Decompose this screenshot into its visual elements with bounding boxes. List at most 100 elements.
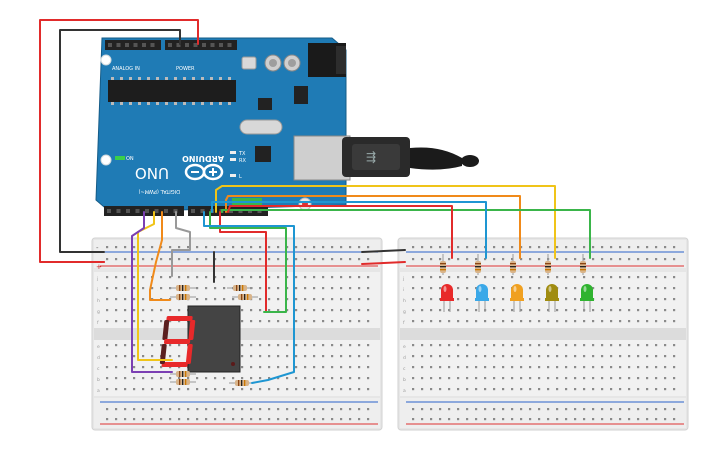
- rail-hole[interactable]: [511, 246, 514, 249]
- analog-pin[interactable]: [116, 43, 121, 47]
- terminal-hole[interactable]: [565, 276, 568, 279]
- rail-hole[interactable]: [367, 246, 370, 249]
- terminal-hole[interactable]: [664, 344, 667, 347]
- terminal-hole[interactable]: [502, 309, 505, 312]
- terminal-hole[interactable]: [232, 276, 235, 279]
- terminal-hole[interactable]: [556, 355, 559, 358]
- terminal-hole[interactable]: [493, 377, 496, 380]
- terminal-hole[interactable]: [538, 287, 541, 290]
- rail-hole[interactable]: [115, 258, 118, 261]
- terminal-hole[interactable]: [664, 377, 667, 380]
- rail-hole[interactable]: [214, 258, 217, 261]
- terminal-hole[interactable]: [493, 276, 496, 279]
- terminal-hole[interactable]: [610, 287, 613, 290]
- rail-hole[interactable]: [475, 258, 478, 261]
- terminal-hole[interactable]: [538, 388, 541, 391]
- terminal-hole[interactable]: [295, 377, 298, 380]
- terminal-hole[interactable]: [673, 287, 676, 290]
- terminal-hole[interactable]: [412, 355, 415, 358]
- rail-hole[interactable]: [421, 258, 424, 261]
- rail-hole[interactable]: [160, 418, 163, 421]
- rail-hole[interactable]: [556, 408, 559, 411]
- rail-hole[interactable]: [313, 258, 316, 261]
- terminal-hole[interactable]: [664, 287, 667, 290]
- terminal-hole[interactable]: [322, 287, 325, 290]
- terminal-hole[interactable]: [367, 276, 370, 279]
- terminal-hole[interactable]: [322, 355, 325, 358]
- rail-hole[interactable]: [295, 246, 298, 249]
- terminal-hole[interactable]: [187, 388, 190, 391]
- terminal-hole[interactable]: [430, 320, 433, 323]
- terminal-hole[interactable]: [601, 377, 604, 380]
- terminal-hole[interactable]: [142, 309, 145, 312]
- terminal-hole[interactable]: [349, 276, 352, 279]
- terminal-hole[interactable]: [556, 276, 559, 279]
- terminal-hole[interactable]: [457, 287, 460, 290]
- rail-hole[interactable]: [655, 418, 658, 421]
- rail-hole[interactable]: [187, 418, 190, 421]
- terminal-hole[interactable]: [160, 388, 163, 391]
- terminal-hole[interactable]: [331, 366, 334, 369]
- terminal-hole[interactable]: [556, 377, 559, 380]
- digital-pin[interactable]: [107, 209, 111, 213]
- power-pin[interactable]: [227, 43, 232, 47]
- terminal-hole[interactable]: [655, 388, 658, 391]
- terminal-hole[interactable]: [646, 298, 649, 301]
- terminal-hole[interactable]: [412, 366, 415, 369]
- terminal-hole[interactable]: [367, 344, 370, 347]
- terminal-hole[interactable]: [655, 320, 658, 323]
- terminal-hole[interactable]: [241, 388, 244, 391]
- rail-hole[interactable]: [493, 246, 496, 249]
- terminal-hole[interactable]: [142, 366, 145, 369]
- terminal-hole[interactable]: [547, 344, 550, 347]
- rail-hole[interactable]: [313, 418, 316, 421]
- terminal-hole[interactable]: [484, 276, 487, 279]
- usb-port[interactable]: [293, 135, 351, 181]
- terminal-hole[interactable]: [430, 388, 433, 391]
- rail-hole[interactable]: [556, 418, 559, 421]
- terminal-hole[interactable]: [178, 309, 181, 312]
- terminal-hole[interactable]: [277, 298, 280, 301]
- rail-hole[interactable]: [655, 408, 658, 411]
- terminal-hole[interactable]: [565, 320, 568, 323]
- terminal-hole[interactable]: [124, 355, 127, 358]
- terminal-hole[interactable]: [556, 320, 559, 323]
- terminal-hole[interactable]: [601, 388, 604, 391]
- terminal-hole[interactable]: [583, 344, 586, 347]
- terminal-hole[interactable]: [133, 377, 136, 380]
- terminal-hole[interactable]: [529, 344, 532, 347]
- rail-hole[interactable]: [277, 258, 280, 261]
- rail-hole[interactable]: [133, 246, 136, 249]
- terminal-hole[interactable]: [421, 309, 424, 312]
- terminal-hole[interactable]: [646, 276, 649, 279]
- terminal-hole[interactable]: [268, 287, 271, 290]
- terminal-hole[interactable]: [484, 377, 487, 380]
- terminal-hole[interactable]: [547, 355, 550, 358]
- terminal-hole[interactable]: [304, 355, 307, 358]
- rail-hole[interactable]: [313, 246, 316, 249]
- rail-hole[interactable]: [268, 246, 271, 249]
- terminal-hole[interactable]: [583, 366, 586, 369]
- terminal-hole[interactable]: [655, 309, 658, 312]
- terminal-hole[interactable]: [250, 377, 253, 380]
- terminal-hole[interactable]: [241, 355, 244, 358]
- terminal-hole[interactable]: [178, 344, 181, 347]
- terminal-hole[interactable]: [421, 388, 424, 391]
- terminal-hole[interactable]: [367, 366, 370, 369]
- terminal-hole[interactable]: [295, 298, 298, 301]
- terminal-hole[interactable]: [277, 320, 280, 323]
- terminal-hole[interactable]: [151, 366, 154, 369]
- rail-hole[interactable]: [664, 246, 667, 249]
- terminal-hole[interactable]: [592, 344, 595, 347]
- terminal-hole[interactable]: [502, 388, 505, 391]
- terminal-hole[interactable]: [601, 344, 604, 347]
- rail-hole[interactable]: [421, 418, 424, 421]
- terminal-hole[interactable]: [529, 320, 532, 323]
- terminal-hole[interactable]: [466, 309, 469, 312]
- rail-hole[interactable]: [160, 258, 163, 261]
- terminal-hole[interactable]: [304, 309, 307, 312]
- rail-hole[interactable]: [295, 418, 298, 421]
- terminal-hole[interactable]: [457, 355, 460, 358]
- terminal-hole[interactable]: [160, 287, 163, 290]
- seven-segment-display[interactable]: 3: [159, 305, 241, 378]
